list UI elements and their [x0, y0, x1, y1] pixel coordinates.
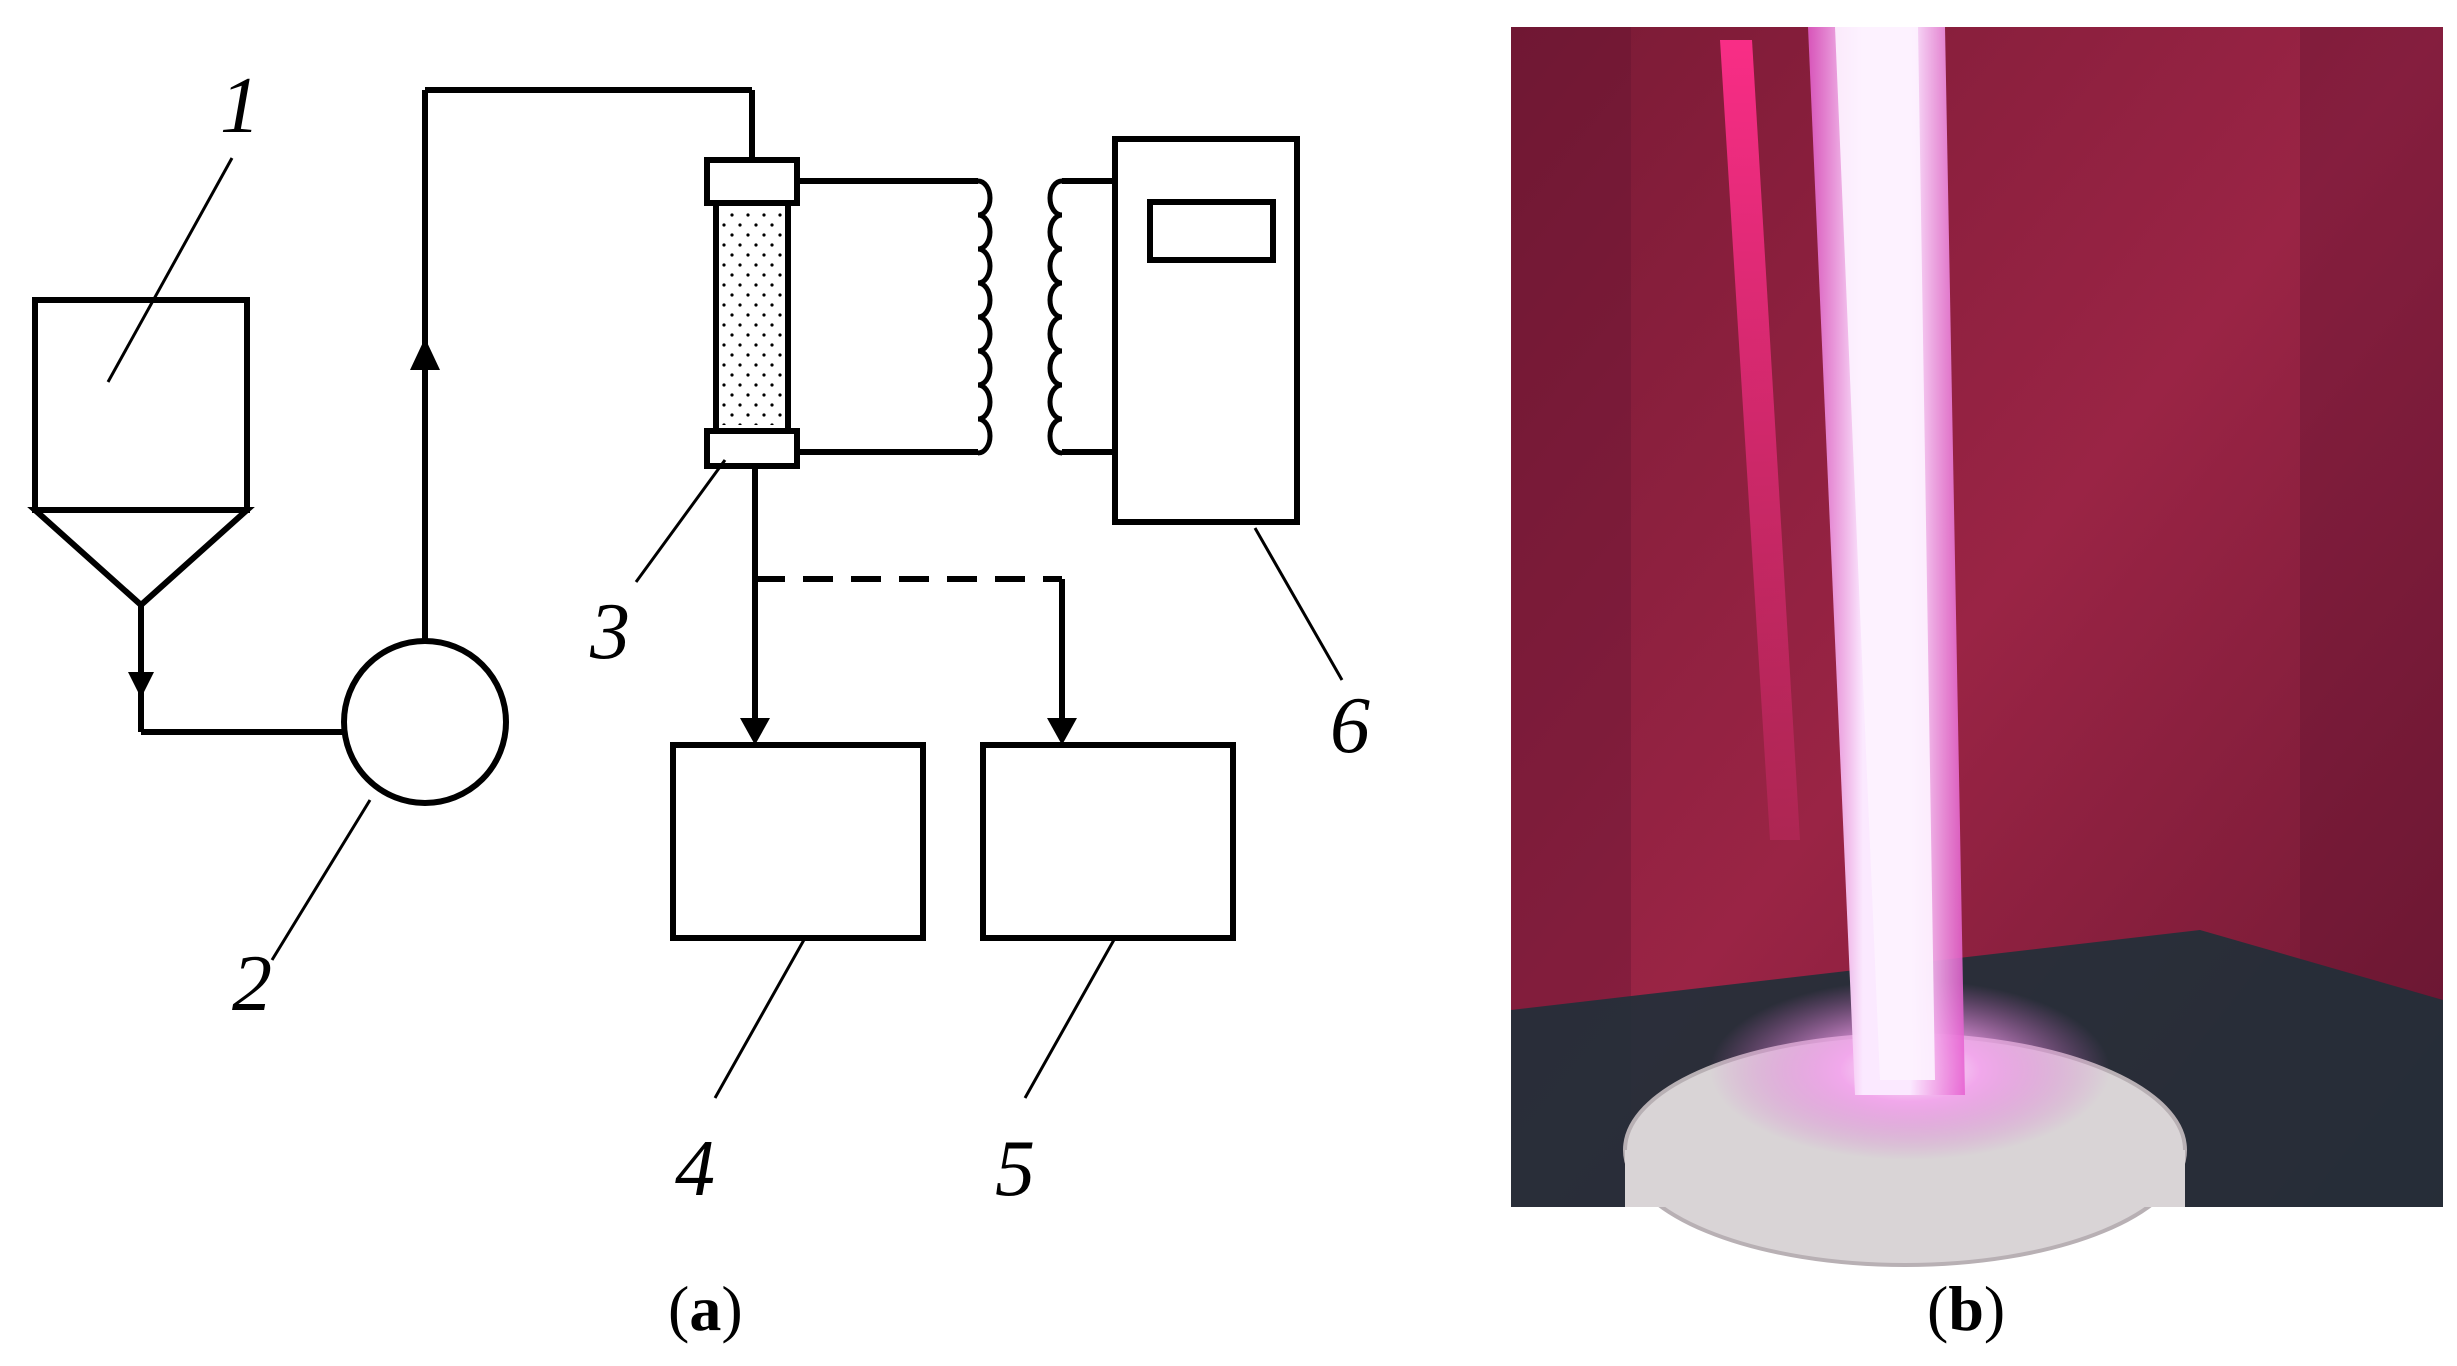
transformer-icon — [977, 178, 1063, 456]
caption-b: (b) — [1927, 1273, 2005, 1344]
collector-box-4 — [670, 742, 926, 941]
label-4: 4 — [675, 1125, 715, 1213]
label-3: 3 — [589, 588, 630, 676]
hopper — [27, 297, 255, 610]
power-wires — [797, 178, 1115, 455]
pump — [341, 638, 509, 806]
caption-a: (a) — [668, 1273, 743, 1344]
collector-box-5 — [980, 742, 1236, 941]
label-6: 6 — [1330, 682, 1370, 770]
supply-line — [410, 87, 755, 641]
label-5: 5 — [995, 1125, 1035, 1213]
feed-line — [128, 605, 345, 735]
label-1: 1 — [220, 62, 260, 150]
panel-a-schematic — [27, 87, 1344, 1099]
leader-lines — [106, 157, 1344, 1099]
label-2: 2 — [232, 940, 272, 1028]
plasma-photo — [1511, 27, 2443, 1267]
reactor-column — [704, 157, 800, 469]
output-lines — [740, 466, 1077, 745]
power-supply — [1112, 136, 1300, 525]
